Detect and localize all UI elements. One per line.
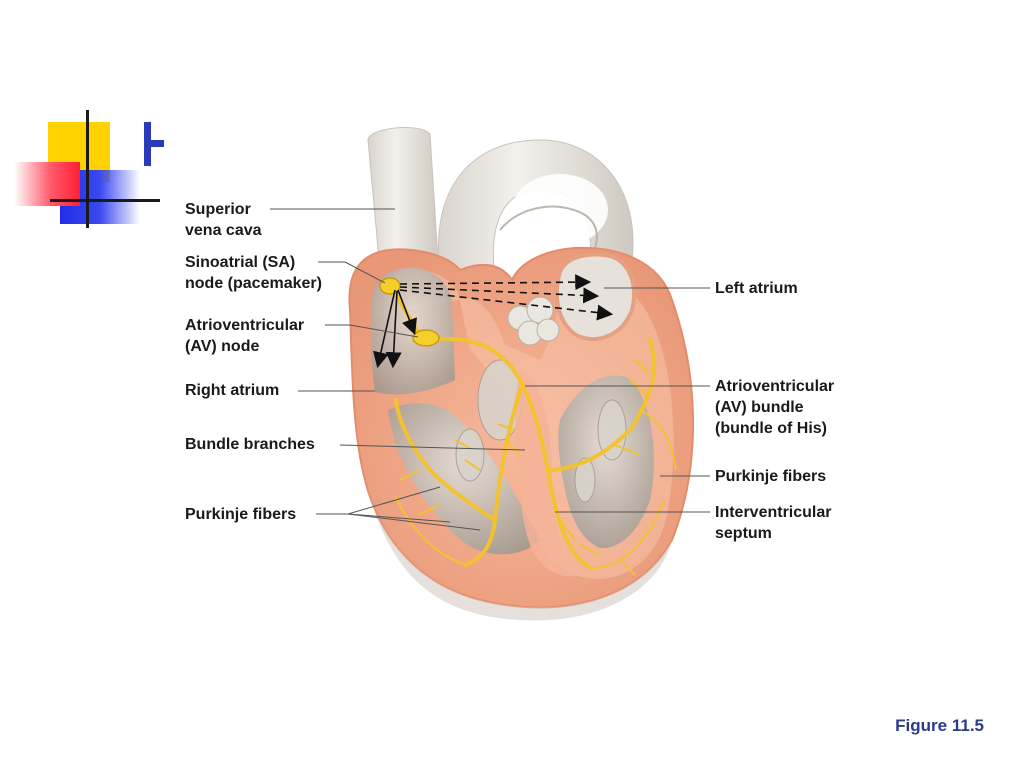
decor-vertical-line xyxy=(86,110,89,228)
label-av-node: Atrioventricular (AV) node xyxy=(185,317,305,355)
impulse-arrows xyxy=(373,274,614,369)
aortic-valve xyxy=(507,296,560,346)
label-sa-node: Sinoatrial (SA) node (pacemaker) xyxy=(185,254,322,292)
leader-lines xyxy=(270,208,710,531)
superior-vena-cava xyxy=(367,127,439,271)
figure-caption: Figure 11.5 xyxy=(895,716,984,735)
label-left-atrium: Left atrium xyxy=(715,280,798,297)
decor-horizontal-line xyxy=(50,199,160,202)
label-purkinje-fibers-right: Purkinje fibers xyxy=(715,468,827,485)
label-av-bundle: Atrioventricular (AV) bundle (bundle of … xyxy=(715,378,835,437)
decor-red-square xyxy=(14,162,80,206)
label-superior-vena-cava: Superior vena cava xyxy=(185,201,262,239)
title-fragment xyxy=(140,118,164,170)
label-interventricular-septum: Interventricular septum xyxy=(715,504,832,542)
label-right-atrium: Right atrium xyxy=(185,382,280,399)
label-bundle-branches: Bundle branches xyxy=(185,436,315,453)
left-ventricle-chamber xyxy=(558,375,654,549)
av-node xyxy=(412,329,440,347)
label-purkinje-fibers-left: Purkinje fibers xyxy=(185,506,297,523)
